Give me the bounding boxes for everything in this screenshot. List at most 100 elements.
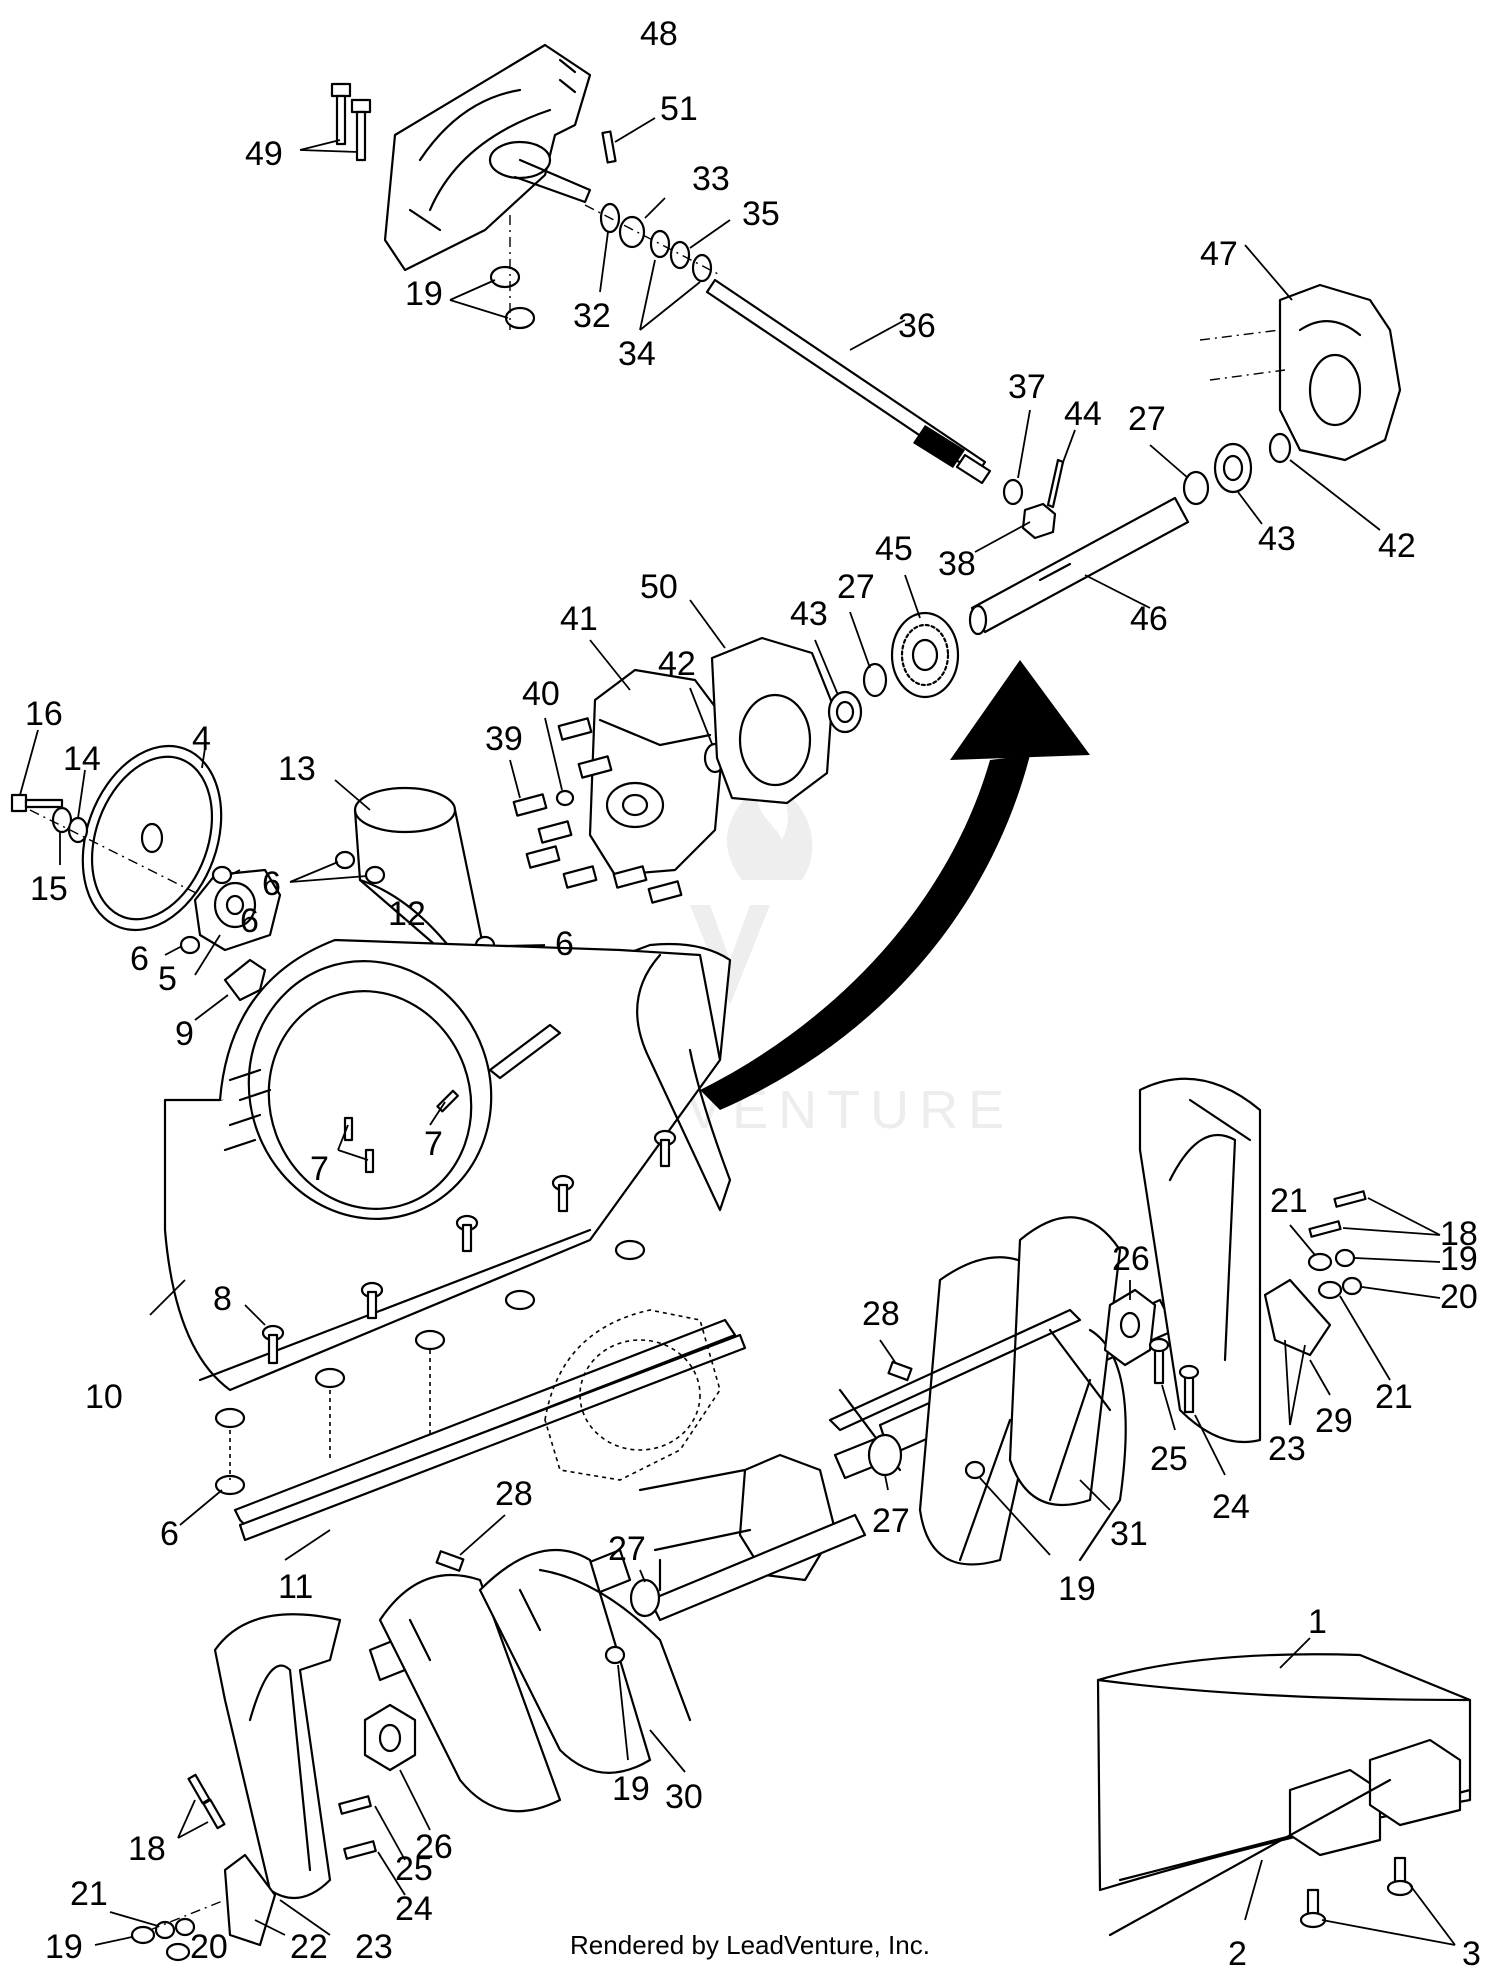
bolt-28-right xyxy=(879,1339,913,1382)
label-49: 49 xyxy=(245,135,283,173)
parts-37-38-44 xyxy=(974,409,1076,553)
label-5: 5 xyxy=(158,960,177,998)
label-19-e: 19 xyxy=(45,1928,83,1966)
nut-19-left-auger xyxy=(604,1645,629,1761)
flange-bearing-5 xyxy=(193,868,282,976)
label-42: 42 xyxy=(1378,527,1416,565)
label-31: 31 xyxy=(1110,1515,1148,1553)
label-44: 44 xyxy=(1064,395,1102,433)
label-40: 40 xyxy=(522,675,560,713)
label-41: 41 xyxy=(560,600,598,638)
label-45: 45 xyxy=(875,530,913,568)
bolts-18-right xyxy=(1308,1190,1441,1238)
shave-plate-11 xyxy=(233,1318,747,1561)
label-23-b: 23 xyxy=(355,1928,393,1966)
nuts-6-shave xyxy=(179,1239,646,1526)
label-15: 15 xyxy=(30,870,68,908)
label-1: 1 xyxy=(1308,1603,1327,1641)
label-26: 26 xyxy=(1112,1240,1150,1278)
bearing-26-right xyxy=(1103,1280,1157,1367)
washer-27-gear xyxy=(849,611,888,698)
parts-27-43-42-right xyxy=(1149,432,1381,531)
inset-shoes-2 xyxy=(1108,1738,1462,1937)
label-47: 47 xyxy=(1200,235,1238,273)
label-6-e: 6 xyxy=(160,1515,179,1553)
label-36: 36 xyxy=(898,307,936,345)
label-30: 30 xyxy=(665,1778,703,1816)
bolts-24-25-right xyxy=(1148,1337,1226,1476)
label-24-b: 24 xyxy=(395,1890,433,1928)
bolts-39 xyxy=(509,717,683,904)
label-28-b: 28 xyxy=(495,1475,533,1513)
label-20: 20 xyxy=(1440,1278,1478,1316)
label-48: 48 xyxy=(640,15,678,53)
label-27: 27 xyxy=(1128,400,1166,438)
label-37: 37 xyxy=(1008,368,1046,406)
label-18: 18 xyxy=(1440,1215,1478,1253)
gear-housing-right-47 xyxy=(1199,244,1402,462)
worm-shaft-36 xyxy=(705,278,992,485)
label-6-c: 6 xyxy=(555,925,574,963)
washer-40 xyxy=(544,717,575,807)
label-27-b: 27 xyxy=(837,568,875,606)
label-25-b: 25 xyxy=(395,1850,433,1888)
label-21-c: 21 xyxy=(70,1875,108,1913)
gear-housing-41 xyxy=(588,639,727,877)
label-8: 8 xyxy=(213,1280,232,1318)
assembly-arrow xyxy=(700,660,1090,1110)
bolts-18-left xyxy=(177,1773,226,1839)
bearing-26-left xyxy=(363,1703,431,1831)
nut-19-right-auger xyxy=(964,1460,1051,1556)
label-27-c: 27 xyxy=(872,1502,910,1540)
gasket-50 xyxy=(689,599,834,805)
label-14: 14 xyxy=(63,740,101,778)
skid-22-left xyxy=(223,1853,331,1947)
label-27-d: 27 xyxy=(608,1530,646,1568)
label-22: 22 xyxy=(290,1928,328,1966)
auger-left-30 xyxy=(368,1548,692,1813)
label-21-b: 21 xyxy=(1375,1378,1413,1416)
label-19-b: 19 xyxy=(1440,1240,1478,1278)
label-51: 51 xyxy=(660,90,698,128)
label-28: 28 xyxy=(862,1295,900,1333)
label-19-d: 19 xyxy=(612,1770,650,1808)
label-6-d: 6 xyxy=(130,940,149,978)
axle-46 xyxy=(968,496,1190,636)
label-34: 34 xyxy=(618,335,656,373)
label-9: 9 xyxy=(175,1015,194,1053)
label-6-b: 6 xyxy=(240,902,259,940)
label-18-b: 18 xyxy=(128,1830,166,1868)
side-plate-right xyxy=(1138,1077,1262,1444)
label-50: 50 xyxy=(640,568,678,606)
pulley-4 xyxy=(81,744,223,932)
washers-32-35 xyxy=(584,197,731,331)
footer-credit: Rendered by LeadVenture, Inc. xyxy=(570,1930,930,1960)
label-20-b: 20 xyxy=(190,1928,228,1966)
bearing-27-right xyxy=(867,1433,903,1491)
label-39: 39 xyxy=(485,720,523,758)
bolt-16 xyxy=(10,729,64,813)
bracket-9 xyxy=(194,958,267,1021)
bearing-43-left xyxy=(814,639,863,734)
bolts-49 xyxy=(299,82,372,162)
bolt-28-left xyxy=(435,1514,506,1572)
washers-14-15 xyxy=(29,769,211,901)
gear-case-assembly xyxy=(544,1309,892,1622)
label-32: 32 xyxy=(573,297,611,335)
washers-nuts-19-20-21-right xyxy=(1289,1224,1441,1381)
label-24: 24 xyxy=(1212,1488,1250,1526)
carriage-bolts-8 xyxy=(244,1129,677,1365)
nuts-19-top xyxy=(449,215,536,330)
inset-bolts-3 xyxy=(1299,1856,1456,1946)
bolts-24-25-left xyxy=(338,1795,406,1896)
label-10: 10 xyxy=(85,1378,123,1416)
label-13: 13 xyxy=(278,750,316,788)
spout-bracket-48 xyxy=(383,43,592,272)
label-35: 35 xyxy=(742,195,780,233)
label-3: 3 xyxy=(1462,1935,1481,1971)
label-16: 16 xyxy=(25,695,63,733)
label-26-b: 26 xyxy=(415,1828,453,1866)
auger-right-31 xyxy=(828,1216,1177,1566)
label-29: 29 xyxy=(1315,1402,1353,1440)
